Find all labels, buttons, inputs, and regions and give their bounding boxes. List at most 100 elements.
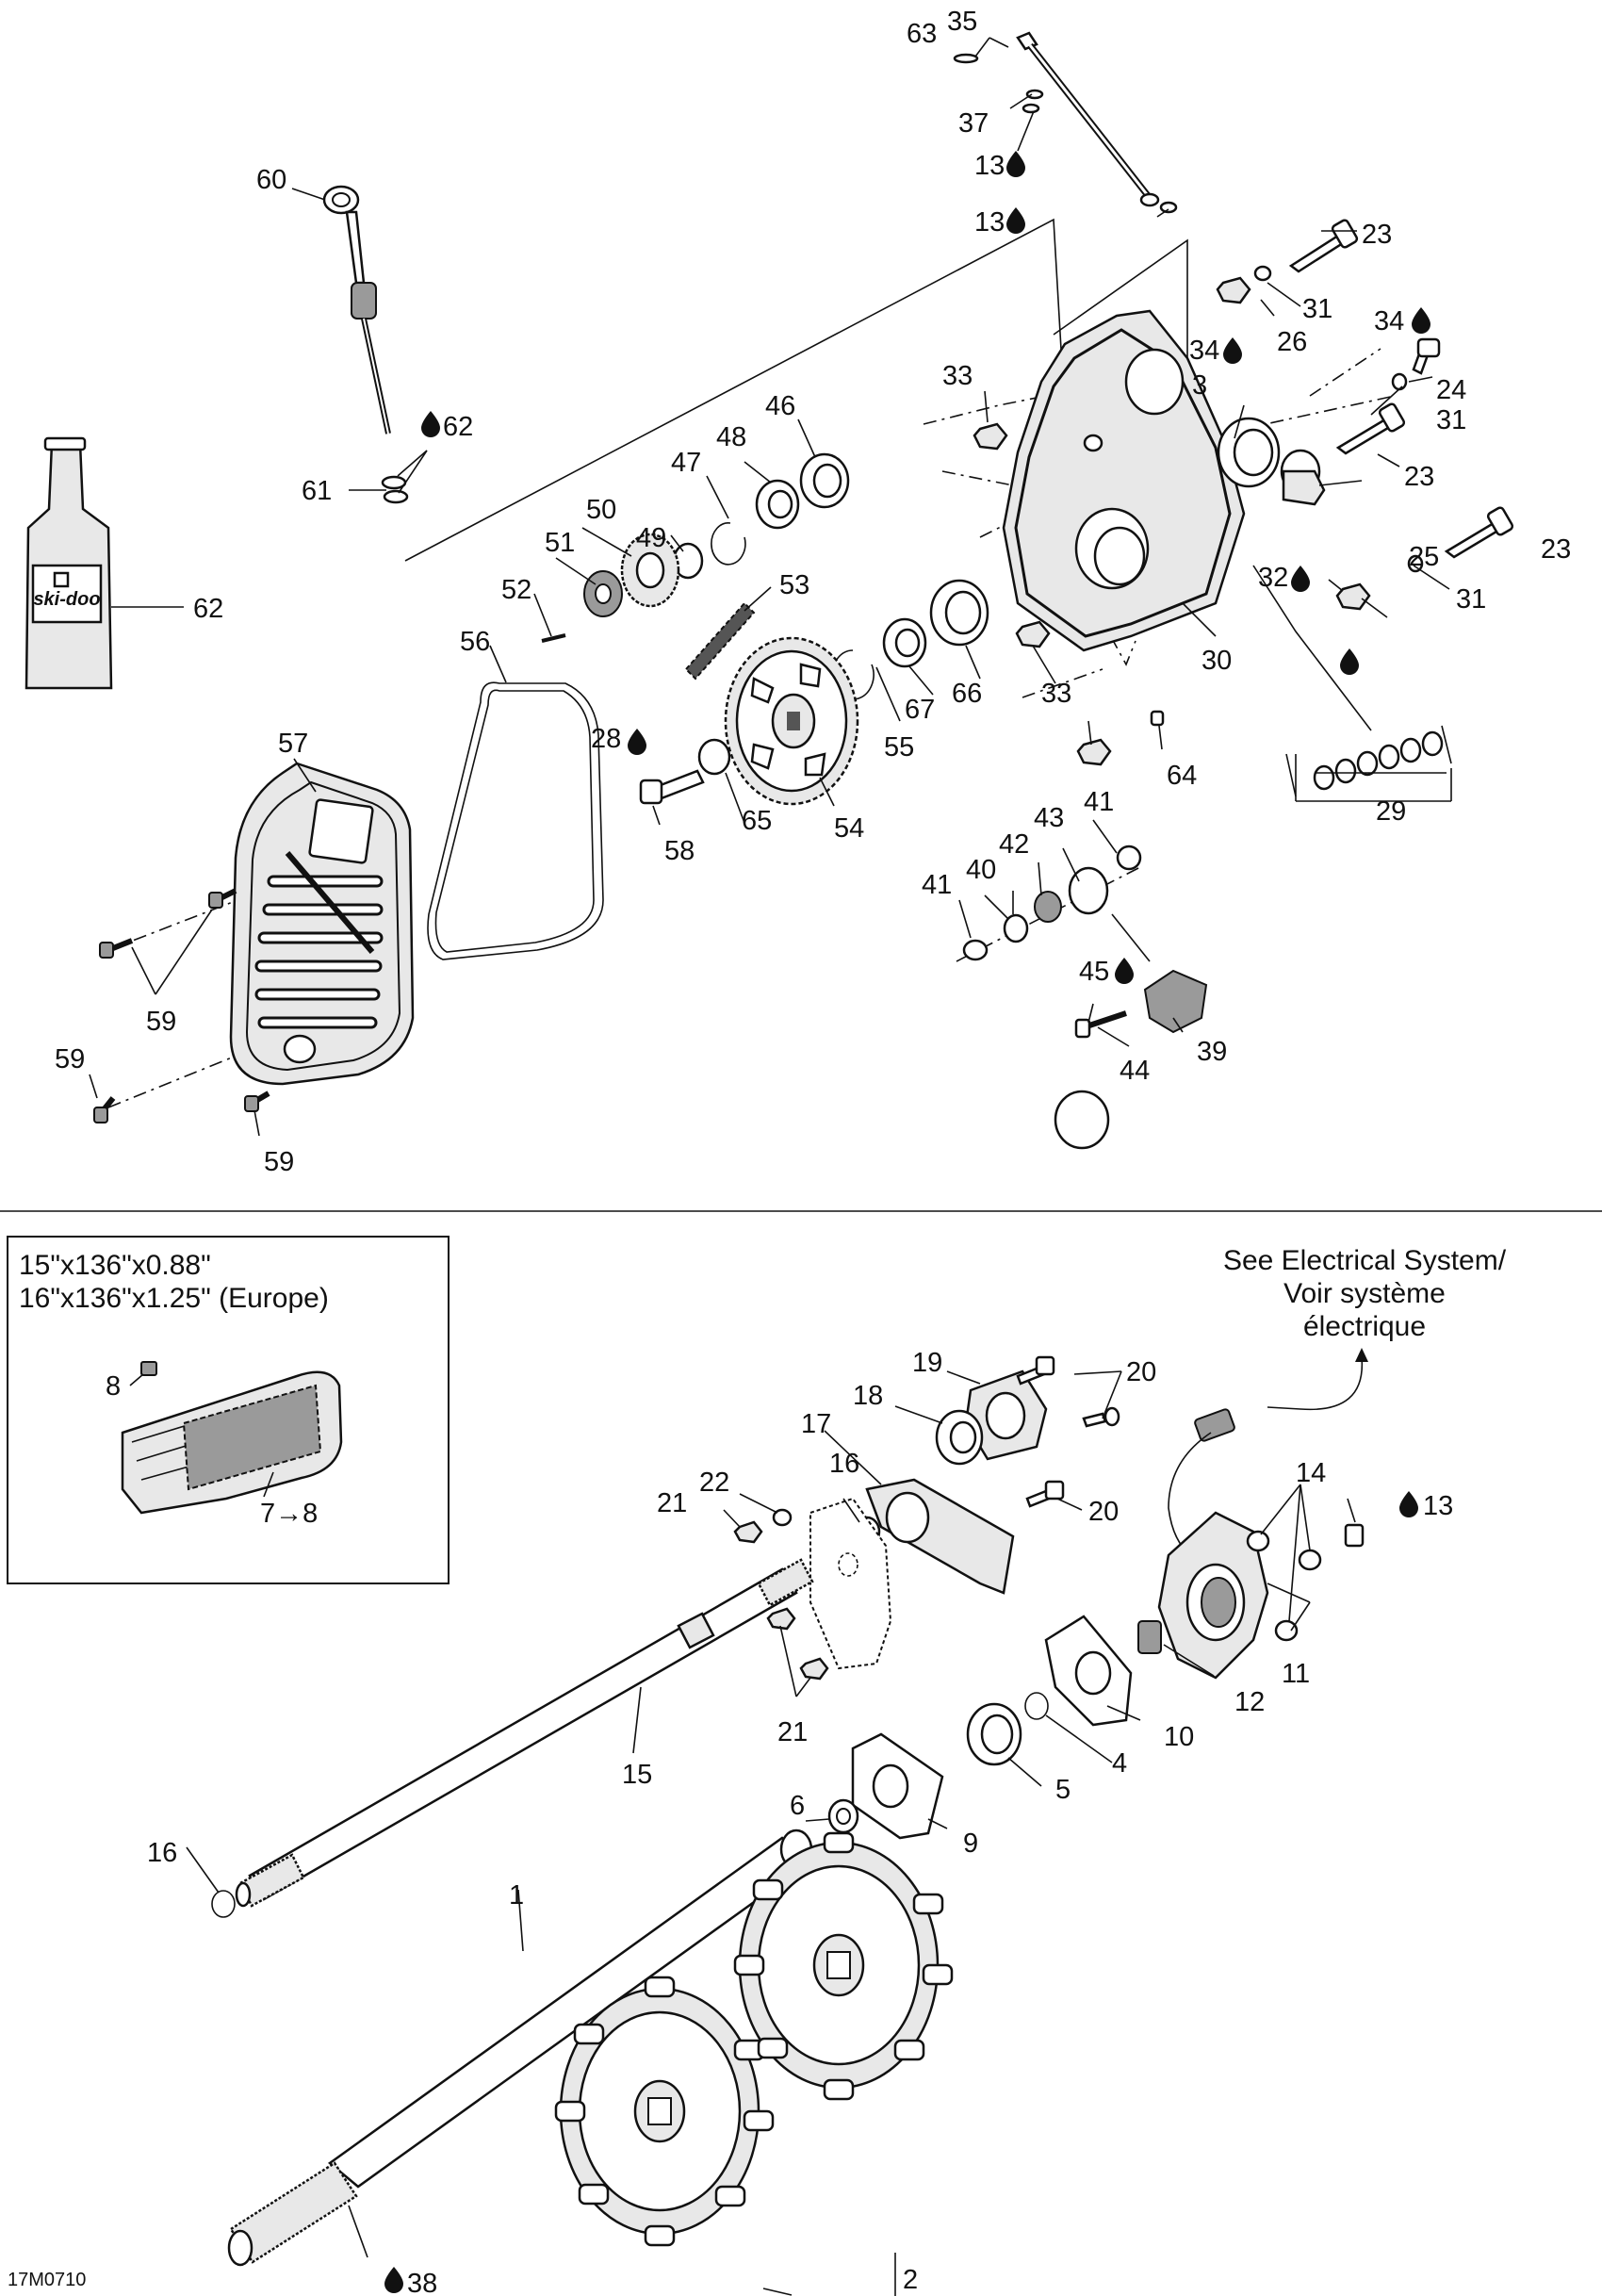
callout-23b: 23 — [1404, 462, 1434, 492]
drive-shaft-15 — [211, 1558, 814, 1918]
callout-31b: 31 — [1436, 405, 1466, 435]
bolts-20 — [1016, 1355, 1120, 1508]
callout-41: 41 — [1084, 787, 1114, 817]
assembly-line — [941, 470, 1136, 510]
callout-4: 4 — [1112, 1748, 1127, 1779]
callout-23c: 23 — [1541, 534, 1571, 565]
callout-23: 23 — [1362, 220, 1392, 250]
callout-10: 10 — [1164, 1722, 1194, 1752]
callout-29: 29 — [1376, 796, 1406, 827]
callout-54: 54 — [834, 813, 864, 844]
callout-58: 58 — [664, 836, 695, 866]
assembly-line — [1243, 395, 1396, 430]
callout-66: 66 — [952, 679, 982, 709]
electrical-note-line2: Voir système — [1283, 1278, 1446, 1309]
small-clips — [953, 53, 1178, 214]
callout-13b: 13 — [974, 207, 1005, 238]
callout-31: 31 — [1302, 294, 1332, 324]
callout-14: 14 — [1296, 1458, 1326, 1488]
bearing-flange — [827, 1511, 1365, 1840]
oil-drop-icons-bottom — [384, 1491, 1418, 2293]
callout-64: 64 — [1167, 761, 1197, 791]
bearings — [672, 417, 1321, 1150]
callout-6: 6 — [790, 1791, 805, 1821]
tensioner-group — [962, 845, 1208, 1039]
callout-67: 67 — [905, 695, 935, 725]
cover-gasket — [427, 681, 604, 960]
callout-55: 55 — [884, 732, 914, 763]
callout-16b: 16 — [147, 1838, 177, 1868]
callout-13-bottom: 13 — [1423, 1491, 1453, 1521]
callout-50: 50 — [586, 495, 616, 525]
support-bracket — [809, 1497, 892, 1670]
callout-21: 21 — [657, 1488, 687, 1518]
callout-63: 63 — [907, 19, 937, 49]
assembly-line — [1309, 348, 1381, 397]
chaincase-housing — [1002, 309, 1246, 652]
callout-1: 1 — [509, 1880, 524, 1911]
large-gear — [724, 636, 859, 806]
shim-set — [1285, 725, 1452, 797]
callouts-bottom: 19 20 18 17 16 22 21 14 13 20 12 11 21 1… — [147, 1348, 1453, 2296]
drive-sprockets — [554, 1831, 954, 2247]
callout-61: 61 — [302, 476, 332, 506]
callout-49: 49 — [636, 523, 666, 553]
bottle-label: ski-doo — [33, 589, 100, 610]
assembly-line — [1053, 238, 1188, 358]
callout-35: 35 — [947, 7, 977, 37]
assembly-line — [923, 395, 1047, 425]
callout-52: 52 — [501, 575, 531, 605]
spacer-bolt — [639, 738, 731, 805]
callout-28: 28 — [591, 724, 621, 754]
callout-51: 51 — [545, 528, 575, 558]
nuts — [973, 265, 1424, 766]
callout-26: 26 — [1277, 327, 1307, 357]
callout-44: 44 — [1120, 1056, 1150, 1086]
nuts-21 — [733, 1508, 829, 1681]
electrical-note-line3: électrique — [1303, 1311, 1426, 1342]
callout-59b: 59 — [55, 1044, 85, 1074]
shift-rod — [1016, 31, 1160, 207]
figure-reference-code: 17M0710 — [8, 2270, 86, 2290]
callout-9: 9 — [963, 1829, 978, 1859]
chaincase-cover — [229, 762, 415, 1086]
callout-59c: 59 — [264, 1147, 294, 1177]
callout-16: 16 — [829, 1449, 859, 1479]
bolts-23 — [1288, 219, 1514, 559]
callout-33: 33 — [942, 361, 973, 391]
callout-18: 18 — [853, 1381, 883, 1411]
callout-53: 53 — [779, 570, 809, 600]
callout-31c: 31 — [1456, 584, 1486, 615]
callout-43: 43 — [1034, 803, 1064, 833]
callout-42: 42 — [999, 829, 1029, 860]
callout-65: 65 — [742, 806, 772, 836]
callout-20: 20 — [1126, 1357, 1156, 1387]
callout-15: 15 — [622, 1760, 652, 1790]
callout-13: 13 — [974, 151, 1005, 181]
callout-60: 60 — [256, 165, 286, 195]
callout-25: 25 — [1409, 542, 1439, 572]
oil-bottle: ski-doo — [25, 436, 184, 690]
track-size-line2: 16"x136"x1.25" (Europe) — [19, 1283, 329, 1314]
callout-19: 19 — [912, 1348, 942, 1378]
callout-34: 34 — [1189, 336, 1219, 366]
callout-34b: 34 — [1374, 306, 1404, 336]
callout-62-drop: 62 — [443, 412, 473, 442]
assembly-line — [404, 218, 1064, 562]
dipstick — [322, 185, 409, 504]
callout-17: 17 — [801, 1409, 831, 1439]
callout-45: 45 — [1079, 957, 1109, 987]
electrical-note-line1: See Electrical System/ — [1223, 1245, 1507, 1276]
callout-7-8: 7→8 — [260, 1499, 318, 1529]
electrical-note: See Electrical System/ Voir système élec… — [1223, 1245, 1507, 1411]
callout-3: 3 — [1192, 370, 1207, 401]
callout-47: 47 — [671, 448, 701, 478]
callout-37: 37 — [958, 108, 989, 139]
track-size-line1: 15"x136"x0.88" — [19, 1250, 211, 1281]
callout-12: 12 — [1234, 1687, 1265, 1717]
callout-59: 59 — [146, 1007, 176, 1037]
callout-32: 32 — [1258, 563, 1288, 593]
callout-39: 39 — [1197, 1037, 1227, 1067]
callout-20b: 20 — [1088, 1497, 1119, 1527]
